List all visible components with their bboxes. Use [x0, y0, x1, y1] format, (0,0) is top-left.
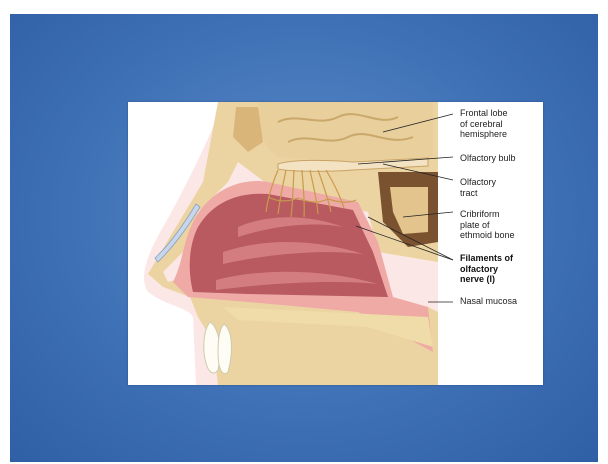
- label-olfactory-filaments: Filaments of olfactory nerve (I): [460, 253, 513, 285]
- label-frontal-lobe: Frontal lobe of cerebral hemisphere: [460, 108, 508, 140]
- frontal-lobe: [258, 102, 433, 162]
- label-nasal-mucosa: Nasal mucosa: [460, 296, 517, 307]
- label-cribriform-plate: Cribriform plate of ethmoid bone: [460, 209, 515, 241]
- label-olfactory-bulb: Olfactory bulb: [460, 153, 516, 164]
- slide-background: Frontal lobe of cerebral hemisphere Olfa…: [10, 14, 598, 462]
- incisor-tooth: [218, 324, 231, 374]
- label-olfactory-tract: Olfactory tract: [460, 177, 496, 198]
- nasal-anatomy-figure: Frontal lobe of cerebral hemisphere Olfa…: [128, 102, 543, 385]
- anatomy-illustration: [128, 102, 543, 385]
